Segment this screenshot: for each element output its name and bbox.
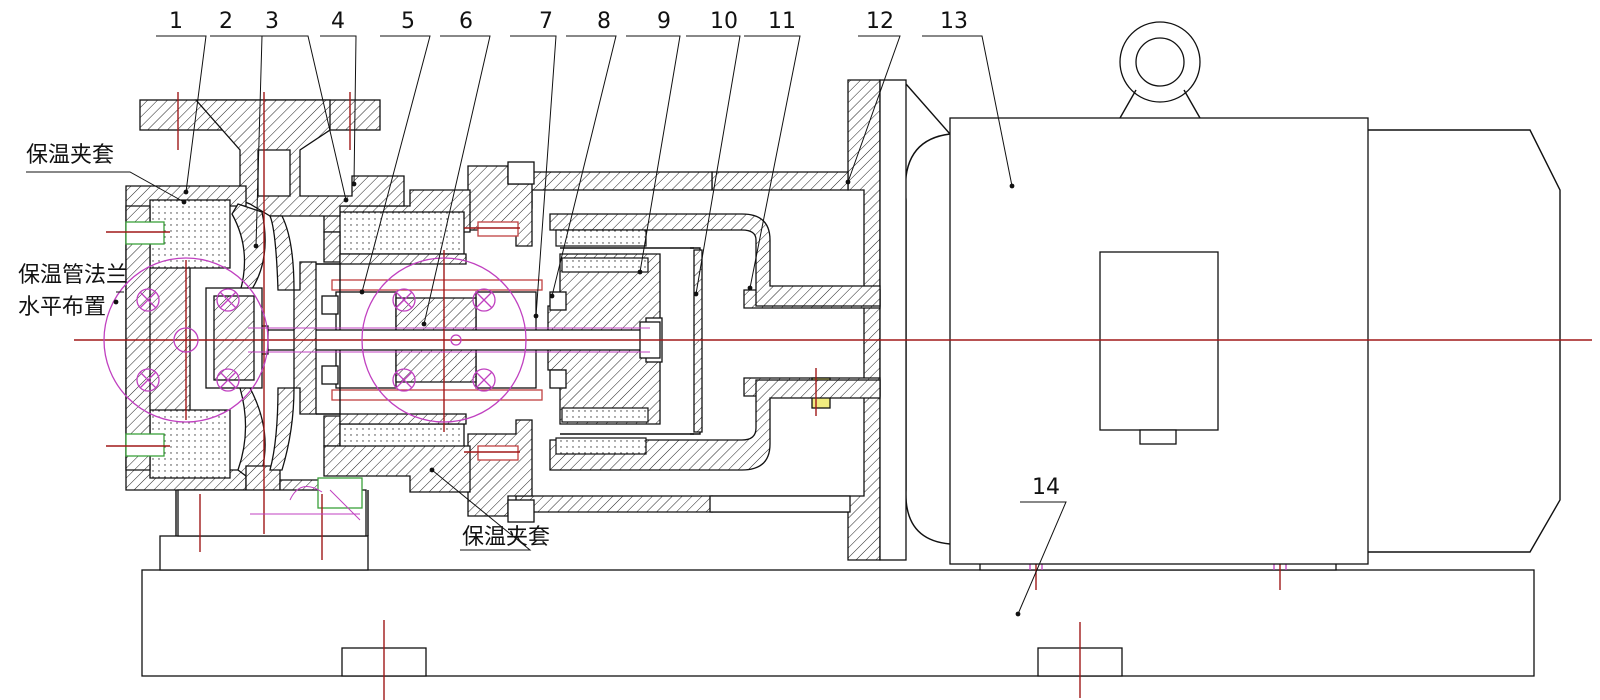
part-label-11: 11 [768, 9, 796, 34]
part-label-14: 14 [1032, 475, 1060, 500]
flange-label-line1: 保温管法兰 [18, 263, 128, 288]
part-label-8: 8 [597, 9, 611, 34]
part-label-2: 2 [219, 9, 233, 34]
leader-lines [26, 35, 1067, 615]
part-label-3: 3 [265, 9, 279, 34]
part-label-13: 13 [940, 9, 968, 34]
motor [904, 21, 1561, 565]
bolt-circles [103, 257, 650, 521]
part-label-9: 9 [657, 9, 671, 34]
part-label-10: 10 [710, 9, 738, 34]
part-label-5: 5 [401, 9, 415, 34]
part-label-7: 7 [539, 9, 553, 34]
annotations: 保温夹套 保温管法兰 水平布置 保温夹套 [18, 143, 550, 550]
part-number-labels: 1 2 3 4 5 6 7 8 9 10 11 12 13 14 [169, 9, 1060, 500]
part-label-6: 6 [459, 9, 473, 34]
jacket-label-top: 保温夹套 [26, 143, 114, 168]
part-label-12: 12 [866, 9, 894, 34]
part-label-1: 1 [169, 9, 183, 34]
flange-label-line2: 水平布置 [18, 295, 106, 320]
leader-dots [113, 179, 1021, 617]
pump-casing [125, 99, 405, 537]
part-label-4: 4 [331, 9, 345, 34]
outer-magnet-rotor [549, 213, 881, 471]
jacket-label-bottom: 保温夹套 [462, 525, 550, 550]
